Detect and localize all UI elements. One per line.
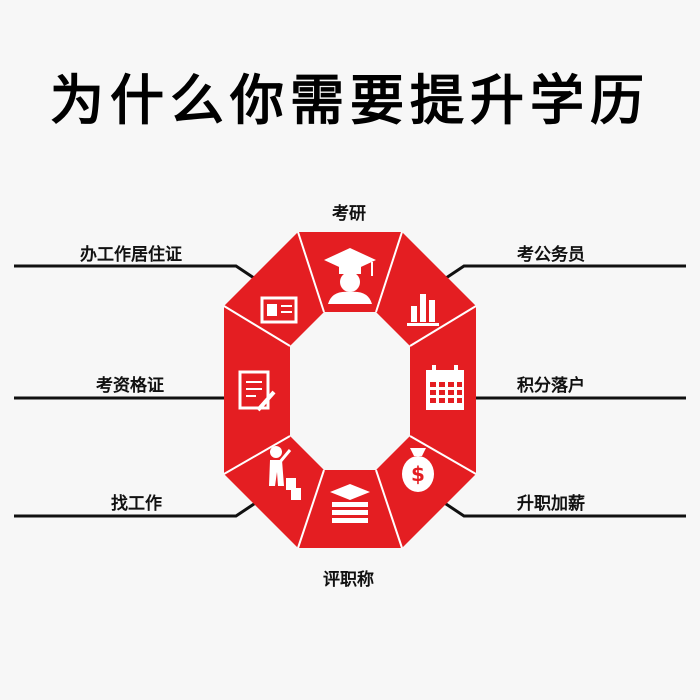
- reason-left-bottom-label: 找工作: [111, 494, 162, 514]
- connector-right-bottom: [439, 498, 686, 518]
- connector-right-top: [439, 264, 686, 284]
- bar-chart-icon: [407, 294, 439, 326]
- connector-left-top: [14, 264, 261, 284]
- reason-bottom-label: 评职称: [323, 570, 374, 590]
- id-card-icon: [260, 296, 298, 324]
- page-title: 为什么你需要提升学历: [50, 69, 650, 132]
- money-bag-icon: $: [402, 448, 434, 492]
- reason-top-label: 考研: [332, 204, 366, 224]
- connector-lines: [14, 264, 686, 518]
- certificate-doc-icon: [238, 370, 276, 412]
- graduate-icon: [324, 248, 376, 304]
- reason-right-top-label: 考公务员: [517, 245, 585, 265]
- reason-right-bottom-label: 升职加薪: [517, 494, 585, 514]
- svg-text:$: $: [411, 462, 425, 486]
- calendar-icon: [426, 365, 464, 410]
- reason-left-mid-label: 考资格证: [96, 376, 164, 396]
- segment-dividers: [223, 231, 477, 549]
- climbing-person-icon: [269, 446, 301, 500]
- reason-right-mid-label: 积分落户: [517, 376, 585, 396]
- reason-left-top-label: 办工作居住证: [80, 245, 182, 265]
- connector-left-bottom: [14, 498, 261, 518]
- books-icon: [330, 484, 370, 523]
